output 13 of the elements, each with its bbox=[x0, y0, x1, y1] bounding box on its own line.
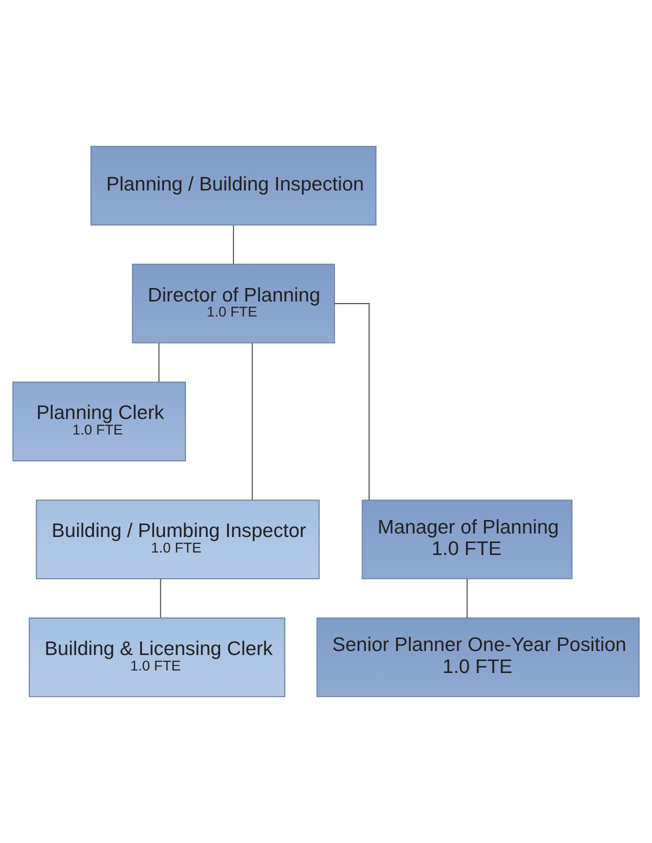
node-box: Manager of Planning 1.0 FTE bbox=[362, 500, 572, 580]
node-box: Planning Clerk 1.0 FTE bbox=[12, 382, 186, 462]
node-box: Building & Licensing Clerk 1.0 FTE bbox=[28, 617, 286, 698]
node-box: Planning / Building Inspection bbox=[90, 146, 376, 226]
node-box: Director of Planning 1.0 FTE bbox=[132, 264, 335, 344]
node-box: Building / Plumbing Inspector 1.0 FTE bbox=[36, 500, 320, 580]
connector bbox=[160, 579, 162, 618]
connector bbox=[466, 579, 468, 618]
node-box: Senior Planner One-Year Position 1.0 FTE bbox=[316, 617, 640, 698]
connector bbox=[334, 303, 370, 500]
connector bbox=[232, 225, 234, 264]
connector bbox=[252, 343, 253, 500]
connector bbox=[158, 343, 160, 382]
